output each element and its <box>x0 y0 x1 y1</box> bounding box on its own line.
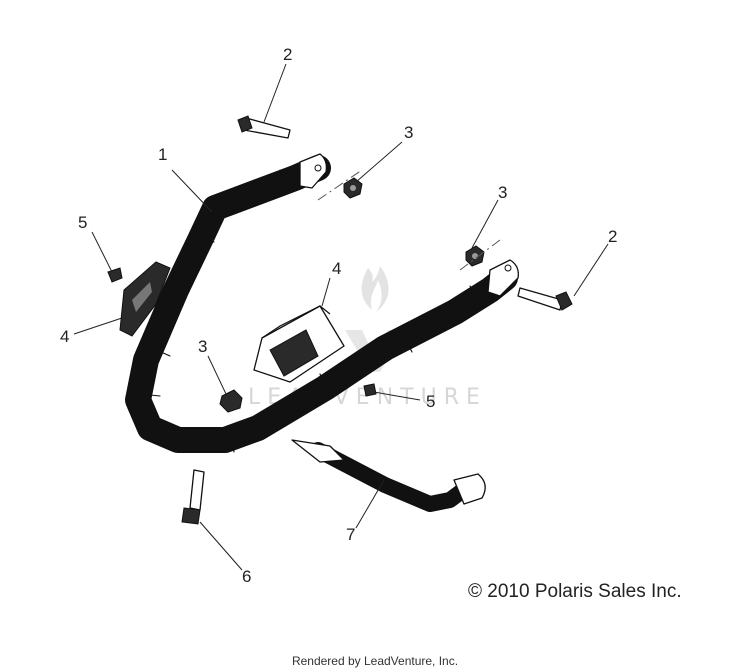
bumper-tube <box>125 153 519 453</box>
callout-4-left: 4 <box>60 327 69 346</box>
bolt-upper-left <box>237 115 291 139</box>
callout-7: 7 <box>346 525 355 544</box>
bumper-block-left <box>119 261 171 337</box>
callout-1: 1 <box>158 145 167 164</box>
nut-right <box>465 245 485 267</box>
callout-4-center: 4 <box>332 259 341 278</box>
centerlines <box>317 169 501 271</box>
screw-center <box>363 383 377 397</box>
leader-lines <box>73 63 609 571</box>
render-credit: Rendered by LeadVenture, Inc. <box>291 654 459 668</box>
callout-2-upper: 2 <box>283 45 292 64</box>
callout-3-lower: 3 <box>198 337 207 356</box>
bolt-right <box>517 287 573 311</box>
lower-tube <box>291 439 486 512</box>
callout-3-right: 3 <box>498 183 507 202</box>
callout-2-right: 2 <box>608 227 617 246</box>
nut-lower <box>219 389 243 413</box>
bolt-lower <box>181 469 205 525</box>
callout-labels: 1 2 2 3 3 3 4 4 5 5 6 7 <box>60 45 617 586</box>
copyright-notice: © 2010 Polaris Sales Inc. <box>468 581 682 602</box>
callout-5-left: 5 <box>78 213 87 232</box>
bumper-block-center <box>253 305 345 383</box>
nut-upper <box>343 177 363 199</box>
callout-6: 6 <box>242 567 251 586</box>
callout-5-center: 5 <box>426 392 435 411</box>
callout-3-upper: 3 <box>404 123 413 142</box>
screw-left <box>107 267 123 283</box>
